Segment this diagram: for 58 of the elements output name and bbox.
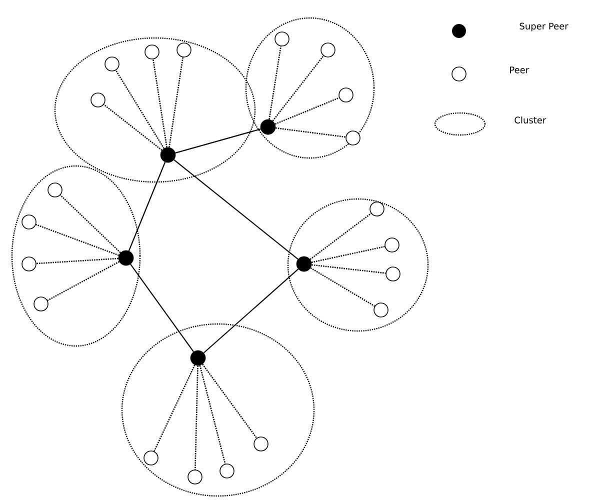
peer-circle bbox=[384, 238, 400, 252]
dotted-link bbox=[152, 59, 168, 148]
legend-text: Peer bbox=[510, 66, 530, 74]
super-peer-dot bbox=[190, 350, 206, 366]
super-peer-dot bbox=[260, 119, 276, 135]
legend-text: Cluster bbox=[514, 116, 546, 124]
cluster-ellipse bbox=[121, 323, 315, 497]
dotted-link bbox=[199, 365, 226, 464]
peer-circle bbox=[144, 44, 160, 60]
dotted-link bbox=[272, 55, 324, 122]
dotted-link bbox=[168, 57, 184, 148]
dotted-link bbox=[311, 246, 385, 263]
peer-circle bbox=[22, 256, 36, 272]
dotted-link bbox=[312, 264, 386, 274]
peer-circle bbox=[176, 42, 192, 58]
dotted-link bbox=[276, 127, 346, 138]
peer-circle bbox=[346, 130, 360, 146]
peer-circle bbox=[254, 436, 268, 452]
dotted-link bbox=[310, 212, 372, 260]
peer-circle bbox=[90, 92, 106, 108]
peer-circle bbox=[370, 202, 384, 216]
cluster-ellipse bbox=[54, 37, 256, 183]
super-peer-dot bbox=[118, 250, 134, 266]
dotted-link bbox=[60, 194, 121, 254]
link-line bbox=[128, 162, 166, 252]
dotted-link bbox=[194, 366, 198, 470]
dotted-link bbox=[115, 70, 165, 149]
peer-circle bbox=[320, 42, 336, 58]
link-line bbox=[203, 268, 299, 354]
super-peer-dot bbox=[296, 256, 312, 272]
peer-circle bbox=[144, 450, 158, 466]
super-peer-dot bbox=[160, 147, 176, 163]
dotted-link bbox=[47, 261, 120, 302]
dotted-link bbox=[103, 104, 162, 151]
peer-circle bbox=[34, 296, 48, 312]
peer-circle bbox=[220, 464, 234, 478]
link-line bbox=[175, 128, 261, 154]
peer-circle bbox=[338, 88, 354, 102]
peer-circle bbox=[22, 214, 36, 230]
cluster-ellipse bbox=[245, 17, 375, 159]
peer-circle bbox=[274, 32, 290, 46]
dotted-link bbox=[268, 46, 282, 120]
dotted-link bbox=[36, 258, 118, 264]
cluster-ellipse bbox=[287, 198, 429, 332]
cluster-ellipse bbox=[11, 165, 141, 347]
dotted-link bbox=[274, 97, 340, 125]
link-line bbox=[174, 159, 298, 260]
peer-circle bbox=[48, 182, 62, 198]
dotted-link bbox=[202, 364, 258, 438]
peer-circle bbox=[386, 266, 400, 282]
dotted-link bbox=[154, 364, 196, 452]
link-line bbox=[130, 264, 194, 352]
dotted-link bbox=[36, 224, 120, 256]
legend-text: Super Peer bbox=[520, 22, 568, 32]
dotted-link bbox=[310, 267, 375, 307]
peer-circle bbox=[188, 470, 202, 484]
peer-circle bbox=[374, 302, 388, 318]
peer-circle bbox=[104, 56, 120, 72]
